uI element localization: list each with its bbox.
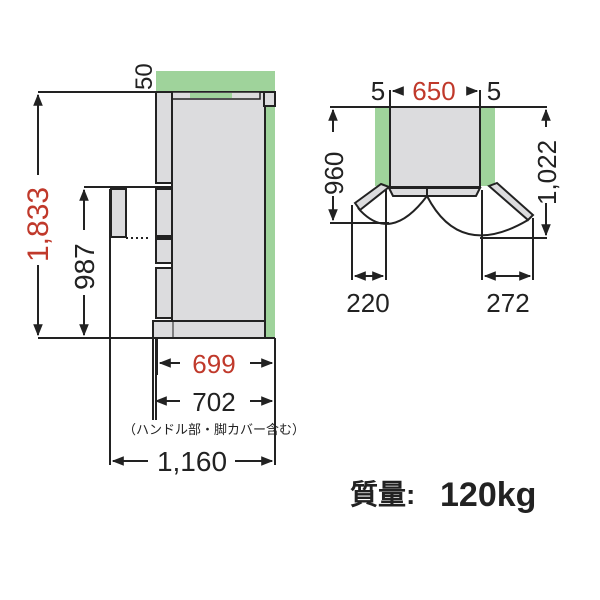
right-clearance-zone [480, 107, 495, 186]
fridge-base [152, 320, 266, 339]
right-door-open [487, 181, 535, 222]
door-height-label: 987 [69, 243, 100, 290]
right-open-depth-label: 1,022 [532, 140, 562, 205]
top-back-cap [263, 91, 276, 107]
weight-info: 質量: 120kg [350, 476, 536, 514]
drawer-1 [155, 237, 173, 264]
top-view: 5 650 5 960 1,022 220 272 [319, 76, 562, 318]
depth-with-handle-label: 702 [192, 387, 235, 417]
top-clearance-label: 50 [131, 63, 158, 90]
left-door-open [353, 182, 392, 212]
right-clearance-label: 5 [487, 76, 501, 106]
drawer-2 [155, 267, 173, 319]
body-depth-label: 699 [192, 349, 235, 379]
top-vent [190, 93, 232, 98]
left-door-arc [357, 195, 428, 225]
total-height-label: 1,833 [22, 187, 55, 262]
upper-door [155, 91, 173, 184]
door-open-depth-label: 1,160 [157, 446, 227, 477]
weight-value: 120kg [440, 476, 536, 514]
top-clearance-zone [156, 71, 275, 92]
back-clearance-zone [264, 106, 275, 338]
right-door-arc [426, 195, 529, 237]
left-clearance-zone [375, 107, 390, 186]
fridge-body [171, 91, 266, 323]
front-drawer [387, 187, 482, 197]
left-open-depth-label: 960 [319, 152, 349, 195]
weight-label: 質量: [350, 479, 415, 510]
side-view: 50 1,833 987 699 702 （ハンドル部・脚カバー含む） 1,16… [22, 63, 305, 477]
middle-door [155, 188, 173, 237]
right-swing-label: 272 [486, 288, 529, 318]
width-label: 650 [412, 76, 455, 106]
handle-note: （ハンドル部・脚カバー含む） [123, 422, 305, 438]
left-swing-label: 220 [346, 288, 389, 318]
left-clearance-label: 5 [371, 76, 385, 106]
fridge-top-body [389, 106, 481, 188]
open-door [110, 188, 127, 238]
